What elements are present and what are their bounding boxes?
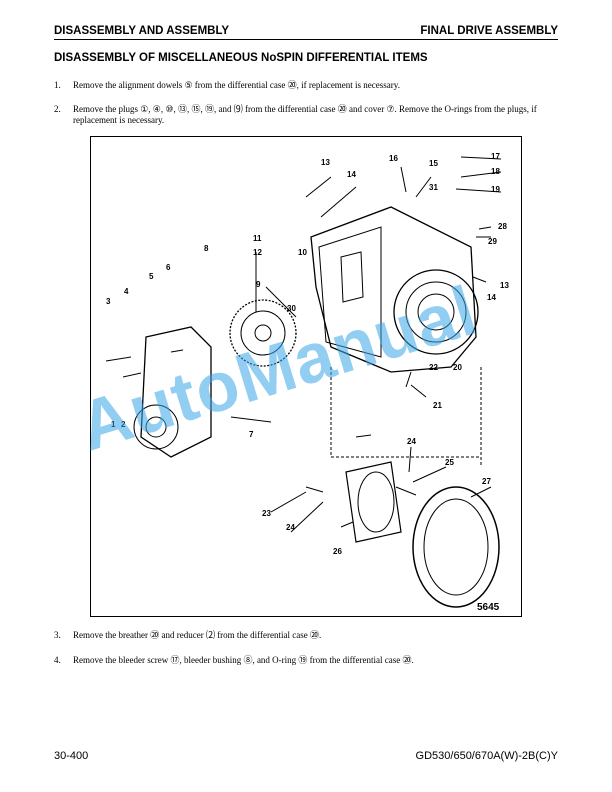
page-header: DISASSEMBLY AND ASSEMBLY FINAL DRIVE ASS… [54,24,558,40]
callout-11: 11 [253,234,262,243]
callout-21: 21 [433,401,442,410]
callout-1: 1 [111,420,116,429]
step-number: 3. [54,630,61,640]
model-number: GD530/650/670A(W)-2B(C)Y [415,750,558,762]
page-number: 30-400 [54,750,89,762]
callout-3: 3 [106,297,111,306]
step-3: 3. Remove the breather ⑳ and reducer ⑵ f… [54,630,562,641]
callout-24b: 24 [407,437,416,446]
step-4: 4. Remove the bleeder screw ⑰, bleeder b… [54,655,562,666]
callout-20: 20 [453,363,462,372]
page-footer: 30-400 GD530/650/670A(W)-2B(C)Y [54,750,558,762]
step-text: Remove the breather ⑳ and reducer ⑵ from… [73,630,322,640]
step-number: 1. [54,80,61,90]
figure-id: 5645 [477,602,500,613]
header-right: FINAL DRIVE ASSEMBLY [420,25,558,37]
callout-8: 8 [204,244,209,253]
callout-14: 14 [347,170,356,179]
callout-26: 26 [333,547,342,556]
callout-10: 10 [298,248,307,257]
step-text: Remove the alignment dowels ⑤ from the d… [73,80,400,90]
callout-27: 27 [482,477,491,486]
callout-6: 6 [166,263,171,272]
callout-7: 7 [249,430,254,439]
step-number: 4. [54,655,61,665]
callout-15: 15 [429,159,438,168]
callout-24: 24 [286,523,295,532]
exploded-diagram: 1 2 3 4 5 6 7 8 9 10 11 12 13 14 13 14 1… [105,152,509,613]
callout-16: 16 [389,154,398,163]
callout-23: 23 [262,509,271,518]
callout-30: 30 [287,304,296,313]
callout-18: 18 [491,167,500,176]
section-title: DISASSEMBLY OF MISCELLANEOUS NoSPIN DIFF… [54,52,428,64]
step-2: 2. Remove the plugs ①, ④, ⑩, ⑬, ⑮, ⑲, an… [54,104,562,126]
callout-29: 29 [488,237,497,246]
callout-4: 4 [124,287,129,296]
step-text: Remove the bleeder screw ⑰, bleeder bush… [73,655,414,665]
callout-9: 9 [256,280,261,289]
header-left: DISASSEMBLY AND ASSEMBLY [54,25,230,37]
callout-25: 25 [445,458,454,467]
callout-22: 22 [429,363,438,372]
step-text: Remove the plugs ①, ④, ⑩, ⑬, ⑮, ⑲, and ⑼… [73,104,537,125]
callout-19: 19 [491,185,500,194]
callout-13b: 13 [500,281,509,290]
callout-12: 12 [253,248,262,257]
callout-14b: 14 [487,293,496,302]
callout-2: 2 [121,420,126,429]
callout-13: 13 [321,158,330,167]
callout-17: 17 [491,152,500,161]
step-1: 1. Remove the alignment dowels ⑤ from th… [54,80,562,91]
exploded-view-figure: 1 2 3 4 5 6 7 8 9 10 11 12 13 14 13 14 1… [90,136,522,617]
callout-5: 5 [149,272,154,281]
step-number: 2. [54,104,61,114]
callout-28: 28 [498,222,507,231]
callout-31: 31 [429,183,438,192]
